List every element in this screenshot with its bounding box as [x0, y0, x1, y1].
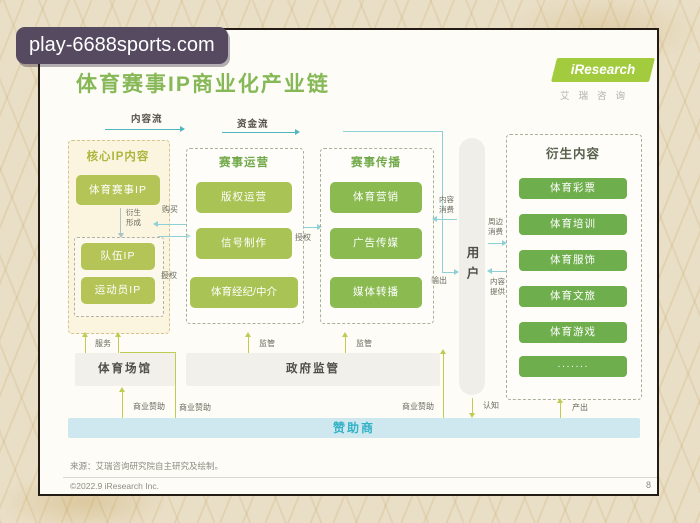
venue-box: 体育场馆: [75, 353, 175, 386]
derivative-header: 衍生内容: [545, 147, 600, 161]
arrow-awareness-head: [469, 413, 475, 418]
label-awareness: 认知: [483, 401, 499, 410]
arrow-yield-line: [560, 403, 561, 418]
derivative-item-3: 体育服饰: [519, 250, 627, 271]
label-sponsorship2: 商业赞助: [179, 403, 211, 412]
arrow-merch-consume-head: [502, 239, 507, 246]
label-buy: 购买: [162, 205, 178, 214]
iresearch-logo-cn: 艾瑞咨询: [560, 91, 635, 102]
arrow-content-flow-line: [105, 129, 181, 130]
output-line-top: [343, 131, 442, 132]
arrow-service2-head: [115, 332, 121, 337]
spread-item-1: 体育营销: [330, 182, 422, 213]
arrow-license2-head: [317, 223, 322, 230]
user-bar: 用户: [459, 138, 485, 395]
arrow-sponsorship1-line: [122, 391, 123, 418]
label-license2: 授权: [295, 233, 311, 242]
output-line-horz: [442, 272, 455, 273]
label-merch-consume: 周边消费: [488, 217, 503, 236]
spread-item-3: 媒体转播: [330, 277, 422, 308]
arrow-content-consume-head: [432, 215, 437, 222]
arrow-service2-line: [118, 337, 119, 353]
arrow-awareness-line: [472, 398, 473, 414]
arrow-license1-head: [186, 232, 191, 239]
arrow-service1-line: [85, 337, 86, 353]
label-service: 服务: [95, 339, 111, 348]
spread-item-2: 广告传媒: [330, 228, 422, 259]
label-content-provide: 内容提供: [490, 277, 505, 296]
arrow-sponsorship3-line: [443, 354, 444, 418]
arrow-merch-consume-line: [488, 243, 503, 244]
page-number: 8: [646, 480, 652, 490]
arrow-license2-line: [303, 227, 318, 228]
arrow-regulate1-line: [248, 337, 249, 353]
arrow-sponsorship2-bend: [120, 352, 175, 353]
derivative-item-4: 体育文旅: [519, 286, 627, 307]
arrow-content-flow-head: [180, 126, 185, 132]
sponsor-bar: 赞助商: [68, 418, 640, 438]
label-yield: 产出: [572, 403, 588, 412]
derivative-item-5: 体育游戏: [519, 322, 627, 343]
arrow-content-provide-head: [487, 267, 492, 274]
label-regulate2: 监管: [356, 339, 372, 348]
arrow-sponsorship2-line: [175, 352, 176, 418]
operation-item-3: 体育经纪/中介: [190, 277, 298, 308]
core-athlete-ip-button: 运动员IP: [81, 277, 155, 304]
label-regulate1: 监管: [259, 339, 275, 348]
label-license1: 授权: [161, 271, 177, 280]
government-box: 政府监管: [186, 353, 440, 386]
watermark-badge: play-6688sports.com: [16, 27, 228, 64]
derivative-item-2: 体育培训: [519, 214, 627, 235]
derive-arrow-line: [120, 208, 121, 234]
arrow-regulate2-head: [342, 332, 348, 337]
footer-divider: [63, 477, 657, 478]
label-output: 输出: [431, 276, 447, 285]
user-label: 用户: [464, 246, 479, 287]
core-team-ip-button: 队伍IP: [81, 243, 155, 270]
arrow-yield-head: [557, 398, 563, 403]
label-capital-flow: 资金流: [237, 119, 269, 130]
derive-arrow-head: [117, 233, 124, 238]
arrow-sponsorship1-head: [119, 387, 125, 392]
page-title: 体育赛事IP商业化产业链: [76, 73, 330, 96]
label-sponsorship1: 商业赞助: [133, 402, 165, 411]
arrow-regulate1-head: [245, 332, 251, 337]
arrow-capital-flow-head: [295, 128, 300, 135]
operation-item-2: 信号制作: [196, 228, 292, 259]
spread-header: 赛事传播: [351, 157, 401, 169]
label-content-flow: 内容流: [131, 114, 163, 125]
footer-source: 来源：艾瑞咨询研究院自主研究及绘制。: [70, 461, 224, 471]
derivative-item-more: ·······: [519, 356, 627, 377]
core-header: 核心IP内容: [86, 151, 150, 163]
arrow-service1-head: [82, 332, 88, 337]
output-line-vert: [442, 131, 443, 272]
output-arrow-head: [454, 268, 459, 275]
arrow-license1-line: [158, 236, 187, 237]
arrow-buy-head: [153, 220, 158, 227]
arrow-regulate2-line: [345, 337, 346, 353]
label-content-consume: 内容消费: [439, 195, 454, 214]
arrow-capital-flow-line: [222, 132, 296, 133]
iresearch-logo-text: iResearch: [570, 62, 636, 77]
arrow-content-consume-line: [437, 219, 457, 220]
core-main-button: 体育赛事IP: [76, 175, 160, 205]
label-derive: 衍生形成: [126, 208, 141, 227]
label-sponsorship3: 商业赞助: [402, 402, 434, 411]
operation-header: 赛事运营: [219, 157, 269, 169]
derivative-item-1: 体育彩票: [519, 178, 627, 199]
arrow-buy-line: [157, 224, 186, 225]
footer-copyright: ©2022.9 iResearch Inc.: [70, 481, 159, 491]
operation-item-1: 版权运营: [196, 182, 292, 213]
arrow-sponsorship3-head: [440, 349, 446, 354]
arrow-content-provide-line: [491, 271, 506, 272]
